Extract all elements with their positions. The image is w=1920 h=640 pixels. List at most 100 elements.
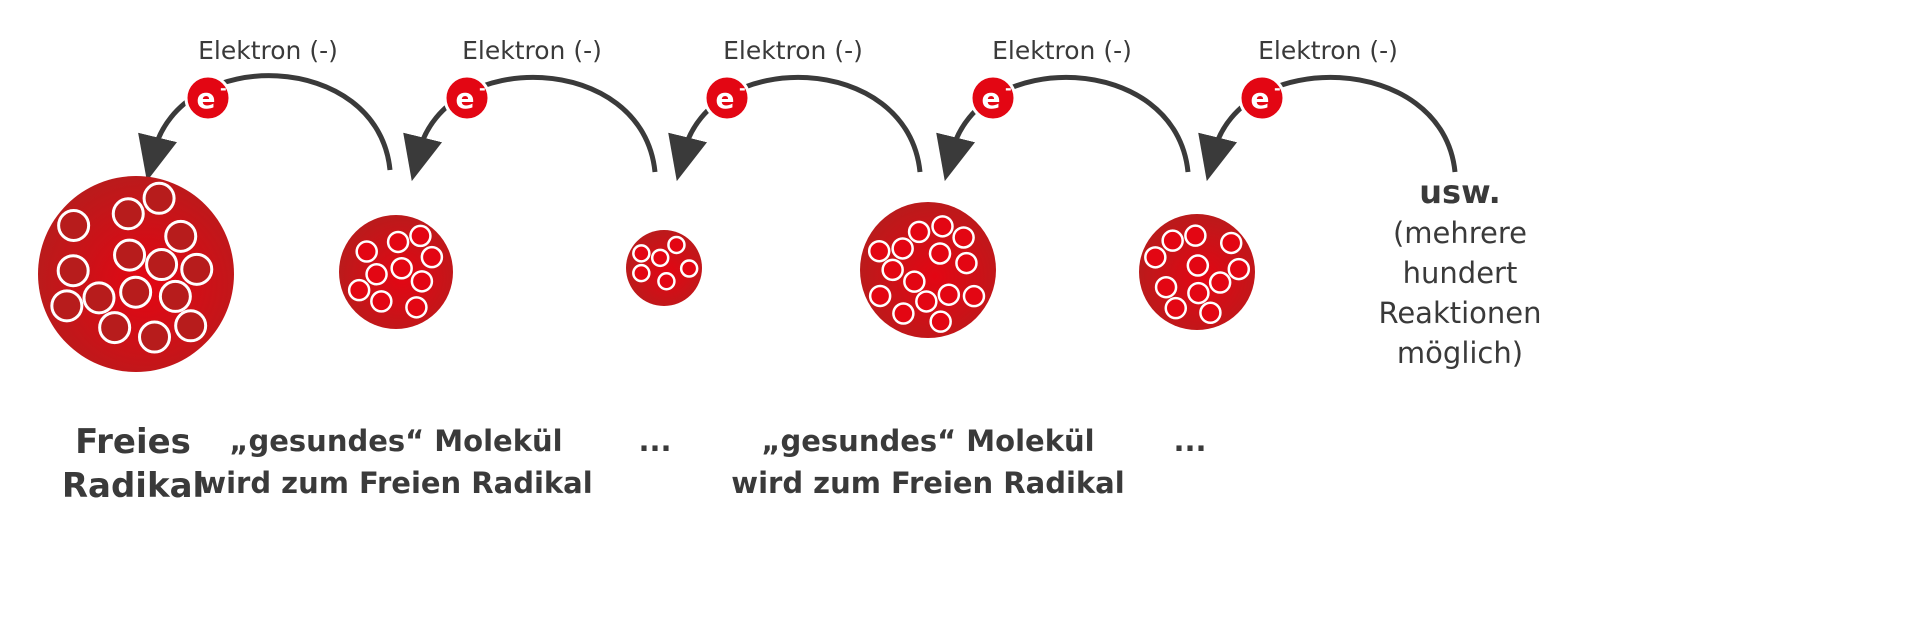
- electron-icon: e-: [443, 74, 491, 122]
- caption-line: Radikal: [61, 466, 205, 506]
- electron-icon: e-: [1238, 74, 1286, 122]
- atom: [1161, 229, 1184, 252]
- electron-transfer-arrow: [138, 73, 393, 182]
- atom: [892, 302, 915, 325]
- electron-label: Elektron (-): [198, 36, 338, 65]
- atom: [113, 238, 147, 272]
- atom: [142, 181, 176, 215]
- atom: [1144, 246, 1167, 269]
- atom: [111, 197, 145, 231]
- atom: [937, 283, 961, 306]
- note-line: hundert: [1402, 256, 1518, 290]
- atom: [98, 311, 132, 345]
- atom: [409, 224, 432, 248]
- atom: [1208, 271, 1232, 294]
- caption-line: Freies: [75, 422, 191, 462]
- atom: [868, 284, 892, 308]
- note-line: (mehrere: [1392, 216, 1528, 250]
- atom: [929, 310, 952, 333]
- svg-text:-: -: [479, 79, 486, 98]
- electron-transfer-arrow: [403, 74, 658, 182]
- atom: [119, 275, 153, 309]
- note-line: möglich): [1396, 336, 1524, 370]
- atom: [1186, 254, 1210, 277]
- atom: [891, 237, 914, 260]
- caption-free-radical: Freies Radikal: [62, 420, 204, 508]
- atom: [1187, 281, 1210, 305]
- atom: [1199, 301, 1222, 325]
- electron-transfer-arrow: [1198, 74, 1458, 182]
- note-line: Reaktionen: [1378, 296, 1542, 330]
- atom: [386, 230, 410, 254]
- caption-line: wird zum Freien Radikal: [199, 466, 593, 500]
- atom: [158, 279, 192, 313]
- svg-text:e: e: [982, 82, 1001, 115]
- atom: [138, 320, 172, 354]
- svg-text:-: -: [220, 79, 227, 98]
- atom: [145, 248, 179, 282]
- atom: [907, 220, 931, 244]
- atom: [365, 263, 388, 286]
- caption-line: wird zum Freien Radikal: [731, 466, 1125, 500]
- molecule: [1139, 214, 1255, 330]
- svg-text:e: e: [1251, 82, 1270, 115]
- electron-icon: e-: [703, 74, 751, 122]
- atom: [928, 242, 952, 265]
- caption-ellipsis-1: ...: [638, 420, 671, 462]
- molecule: [626, 230, 702, 306]
- electron-icon: e-: [184, 74, 232, 122]
- atom: [420, 245, 444, 269]
- molecule: [860, 202, 996, 338]
- atom: [347, 278, 371, 302]
- atom: [1184, 224, 1207, 247]
- atom: [410, 270, 434, 293]
- atom: [679, 259, 699, 278]
- svg-text:e: e: [197, 82, 216, 115]
- caption-ellipsis-2: ...: [1173, 420, 1206, 462]
- atom: [667, 235, 686, 255]
- electron-label: Elektron (-): [992, 36, 1132, 65]
- electron-transfer-arrow: [936, 74, 1191, 182]
- atom: [57, 209, 91, 243]
- atom: [50, 289, 84, 323]
- caption-line: ...: [1173, 424, 1207, 458]
- svg-text:e: e: [716, 82, 735, 115]
- atom: [881, 258, 904, 282]
- svg-text:-: -: [739, 79, 746, 98]
- atom: [955, 251, 978, 275]
- svg-text:-: -: [1274, 79, 1281, 98]
- atom: [174, 309, 208, 343]
- atom: [915, 290, 938, 313]
- electron-label: Elektron (-): [462, 36, 602, 65]
- atom: [1154, 275, 1178, 299]
- molecule: [339, 215, 453, 329]
- atom: [164, 219, 198, 253]
- caption-line: ...: [638, 424, 672, 458]
- atom: [952, 226, 975, 249]
- electron-label: Elektron (-): [723, 36, 863, 65]
- atom: [355, 240, 378, 263]
- caption-healthy-molecule-1: „gesundes“ Molekül wird zum Freien Radik…: [199, 420, 592, 504]
- atom: [650, 248, 670, 268]
- atom: [1219, 231, 1243, 255]
- electron-label: Elektron (-): [1258, 36, 1398, 65]
- note-usw: usw. (mehrere hundert Reaktionen möglich…: [1378, 172, 1541, 373]
- atom: [1164, 296, 1188, 320]
- atom: [370, 290, 393, 313]
- caption-line: „gesundes“ Molekül: [761, 424, 1095, 458]
- atom: [390, 257, 413, 280]
- atom: [657, 272, 676, 291]
- atom: [632, 263, 651, 283]
- atom: [632, 244, 651, 263]
- atom: [180, 252, 214, 286]
- caption-healthy-molecule-2: „gesundes“ Molekül wird zum Freien Radik…: [731, 420, 1124, 504]
- free-radical-molecule: [38, 176, 234, 372]
- atom: [867, 239, 891, 263]
- atom: [56, 254, 90, 288]
- electron-icon: e-: [969, 74, 1017, 122]
- electron-transfer-arrow: [668, 74, 923, 182]
- atom: [405, 296, 428, 319]
- atom: [82, 281, 116, 315]
- note-title: usw.: [1419, 173, 1501, 211]
